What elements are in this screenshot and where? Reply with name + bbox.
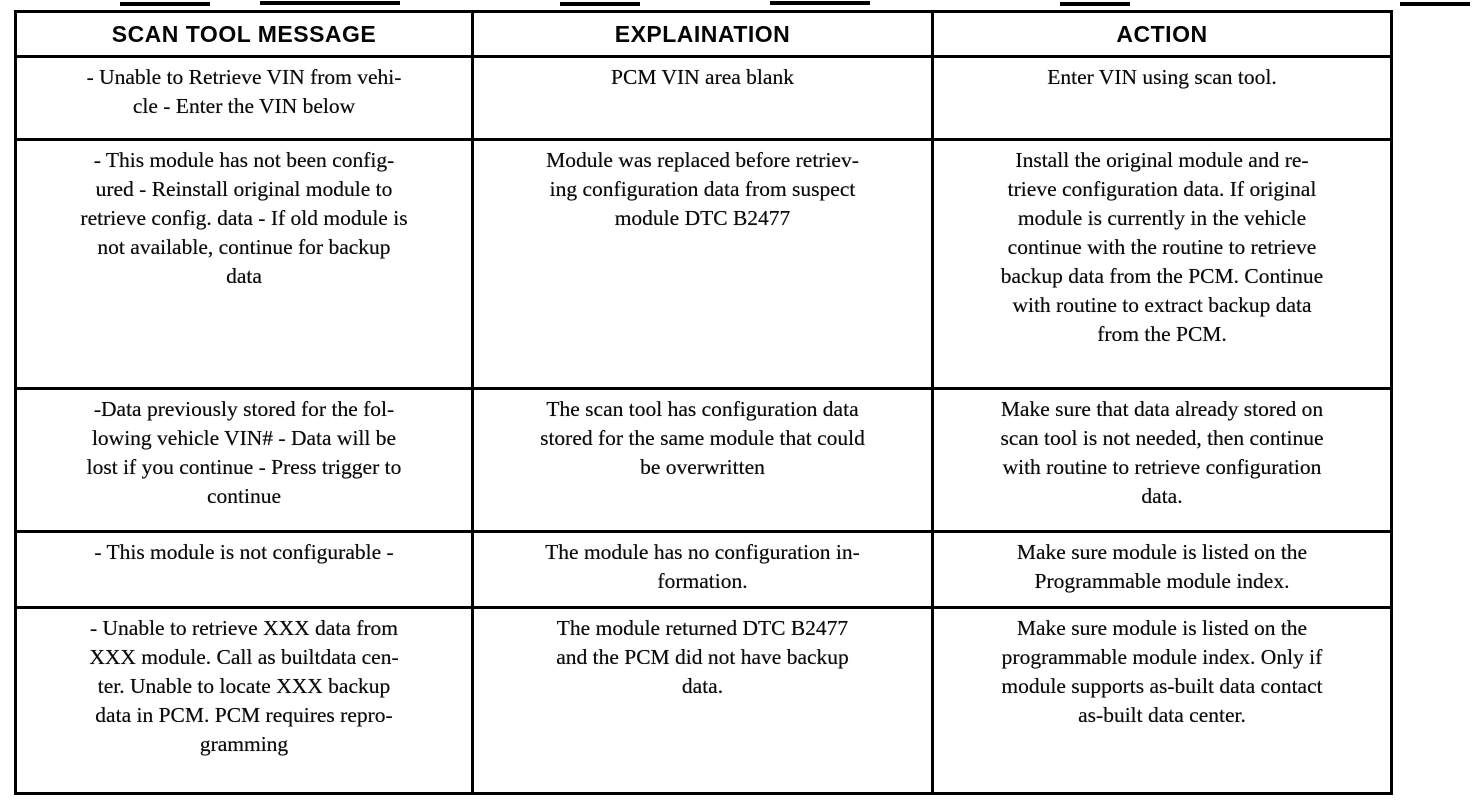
row2-explanation: Module was replaced before retriev- ing … bbox=[474, 141, 934, 390]
header-explaination: EXPLAINATION bbox=[474, 13, 934, 58]
row5-scan-tool-message: - Unable to retrieve XXX data from XXX m… bbox=[17, 609, 474, 792]
row1-explanation: PCM VIN area blank bbox=[474, 58, 934, 141]
header-scan-tool-message: SCAN TOOL MESSAGE bbox=[17, 13, 474, 58]
row5-action: Make sure module is listed on the progra… bbox=[1001, 616, 1323, 727]
scan-artifact bbox=[770, 1, 870, 5]
scan-artifact bbox=[1060, 2, 1130, 6]
row3-scan-tool-message: -Data previously stored for the fol- low… bbox=[17, 390, 474, 533]
row5-explanation: The module returned DTC B2477 and the PC… bbox=[474, 609, 934, 792]
row2-scan-tool-message: - This module has not been config- ured … bbox=[17, 141, 474, 390]
header-action: ACTION bbox=[934, 13, 1390, 58]
row3-explanation: The scan tool has configuration data sto… bbox=[474, 390, 934, 533]
row4-action: Make sure module is listed on the Progra… bbox=[934, 533, 1390, 609]
scan-artifact bbox=[1400, 2, 1470, 6]
row4-explanation: The module has no configuration in- form… bbox=[474, 533, 934, 609]
scan-artifact bbox=[120, 2, 210, 6]
row1-action: Enter VIN using scan tool. bbox=[934, 58, 1390, 141]
row3-action: Make sure that data already stored on sc… bbox=[934, 390, 1390, 533]
scan-artifact bbox=[560, 2, 640, 6]
row2-action: Install the original module and re- trie… bbox=[934, 141, 1390, 390]
scan-artifact bbox=[260, 1, 400, 5]
diagnostic-message-table: SCAN TOOL MESSAGE EXPLAINATION ACTION - … bbox=[14, 10, 1393, 795]
row4-scan-tool-message: - This module is not configurable - bbox=[17, 533, 474, 609]
row1-scan-tool-message: - Unable to Retrieve VIN from vehi- cle … bbox=[17, 58, 474, 141]
